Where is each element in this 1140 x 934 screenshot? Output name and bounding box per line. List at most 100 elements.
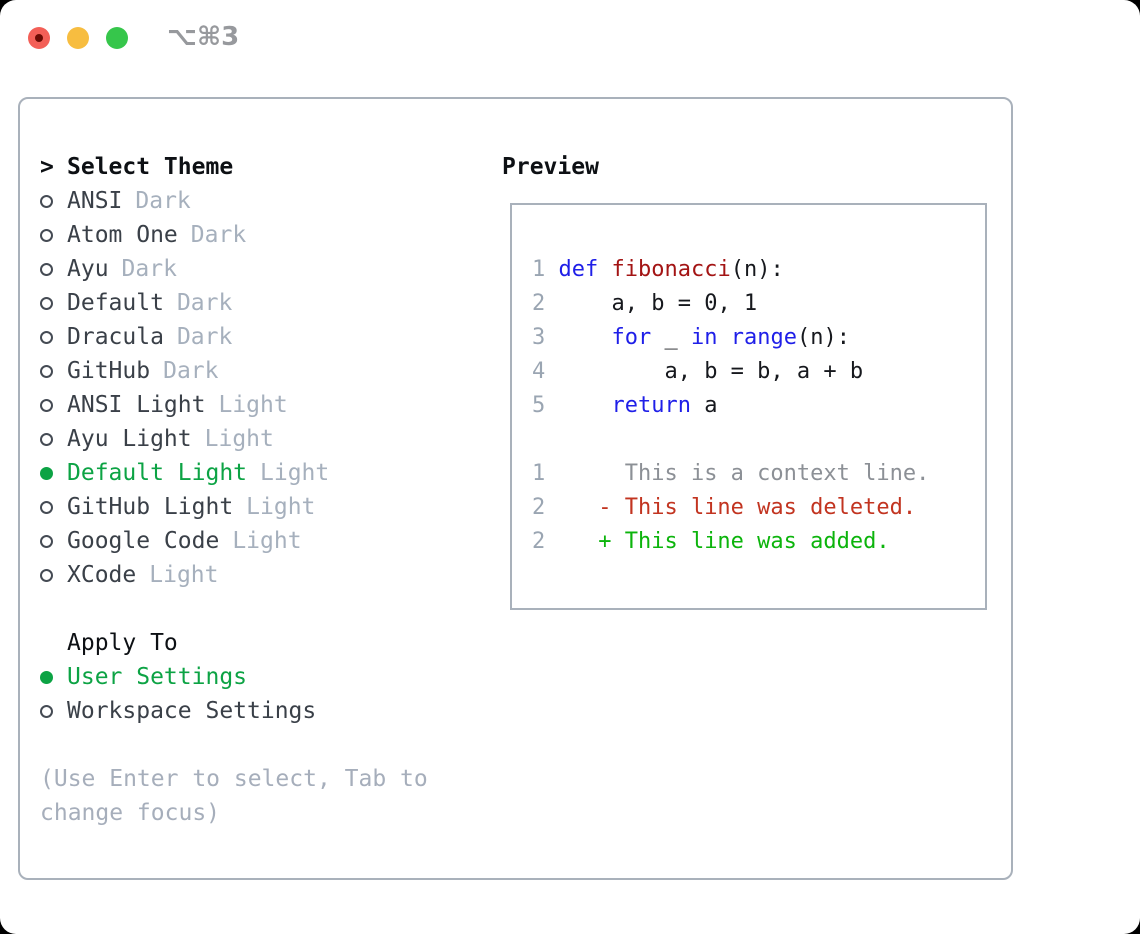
apply-option-user-settings[interactable]: User Settings bbox=[40, 660, 428, 694]
theme-option-ayu-dark[interactable]: Ayu Dark bbox=[40, 252, 428, 286]
radio-icon bbox=[40, 194, 67, 208]
hint-text: (Use Enter to select, Tab to bbox=[40, 766, 428, 792]
close-dot-icon bbox=[35, 34, 43, 42]
theme-option-ansi-dark[interactable]: ANSI Dark bbox=[40, 184, 428, 218]
preview-box: 1 def fibonacci(n): 2 a, b = 0, 1 3 for … bbox=[510, 203, 987, 610]
radio-circle-icon bbox=[40, 398, 53, 412]
code-segment-plain: a bbox=[690, 393, 718, 418]
close-button[interactable] bbox=[28, 27, 50, 49]
apply-option-label: Workspace Settings bbox=[67, 698, 317, 724]
code-segment-num: 5 bbox=[532, 393, 559, 418]
radio-circle-icon bbox=[40, 534, 53, 548]
theme-option-xcode[interactable]: XCode Light bbox=[40, 558, 428, 592]
focus-caret-icon: > bbox=[40, 154, 54, 180]
apply-option-workspace-settings[interactable]: Workspace Settings bbox=[40, 694, 428, 728]
radio-circle-icon bbox=[40, 296, 53, 310]
theme-option-ayu-light[interactable]: Ayu Light Light bbox=[40, 422, 428, 456]
theme-name: GitHub Light bbox=[67, 494, 234, 520]
hint-text: change focus) bbox=[40, 800, 221, 826]
theme-name: XCode bbox=[67, 562, 137, 588]
preview-title: Preview bbox=[502, 154, 599, 180]
radio-icon bbox=[40, 330, 67, 344]
theme-name: Default Light bbox=[67, 460, 248, 486]
theme-option-default-dark[interactable]: Default Dark bbox=[40, 286, 428, 320]
zoom-button[interactable] bbox=[106, 27, 128, 49]
theme-name: GitHub bbox=[67, 358, 151, 384]
minimize-button[interactable] bbox=[67, 27, 89, 49]
theme-option-atom-one-dark[interactable]: Atom One Dark bbox=[40, 218, 428, 252]
theme-name: Google Code bbox=[67, 528, 220, 554]
code-segment-plain bbox=[598, 257, 611, 282]
code-segment-kw: def bbox=[558, 257, 599, 282]
theme-variant: Light bbox=[260, 460, 330, 486]
code-segment-kw: for bbox=[611, 325, 652, 350]
code-segment-ctx: This is a context line. bbox=[545, 461, 930, 486]
theme-option-github-light[interactable]: GitHub Light Light bbox=[40, 490, 428, 524]
theme-option-dracula-dark[interactable]: Dracula Dark bbox=[40, 320, 428, 354]
diff-context-line: 1 This is a context line. bbox=[532, 457, 985, 491]
radio-circle-icon bbox=[40, 466, 53, 480]
theme-variant: Light bbox=[149, 562, 219, 588]
theme-name: Ayu Light bbox=[67, 426, 192, 452]
theme-option-google-code[interactable]: Google Code Light bbox=[40, 524, 428, 558]
code-segment-plain bbox=[717, 325, 730, 350]
code-segment-plain bbox=[559, 393, 612, 418]
code-segment-plain bbox=[559, 325, 612, 350]
code-segment-num: 1 bbox=[532, 461, 546, 486]
code-line: 3 for _ in range(n): bbox=[532, 321, 985, 355]
theme-option-ansi-light[interactable]: ANSI Light Light bbox=[40, 388, 428, 422]
radio-circle-icon bbox=[40, 432, 53, 446]
select-theme-title: Select Theme bbox=[67, 154, 234, 180]
theme-variant: Dark bbox=[176, 324, 233, 350]
code-segment-num: 2 bbox=[532, 529, 546, 554]
code-segment-fn: fibonacci bbox=[611, 257, 731, 282]
radio-icon bbox=[40, 500, 67, 514]
code-segment-kw: range bbox=[730, 325, 797, 350]
spacer bbox=[40, 592, 428, 626]
theme-picker-panel: > Select Theme ANSI Dark Atom One Dark A… bbox=[18, 97, 1013, 880]
window-title-shortcut: ⌥⌘3 bbox=[167, 22, 240, 52]
code-line: 1 def fibonacci(n): bbox=[532, 253, 985, 287]
code-segment-plain: (n): bbox=[730, 257, 784, 282]
radio-icon bbox=[40, 534, 67, 548]
radio-icon bbox=[40, 398, 67, 412]
code-segment-num: 2 bbox=[532, 291, 559, 316]
code-segment-num: 3 bbox=[532, 325, 559, 350]
theme-variant: Dark bbox=[121, 256, 177, 282]
code-line: 2 a, b = 0, 1 bbox=[532, 287, 985, 321]
apply-option-label: User Settings bbox=[67, 664, 248, 690]
radio-circle-icon bbox=[40, 194, 53, 208]
theme-name: Ayu bbox=[67, 256, 109, 282]
theme-variant: Dark bbox=[135, 188, 191, 214]
radio-icon bbox=[40, 364, 67, 378]
apply-to-header: Apply To bbox=[40, 626, 428, 660]
radio-icon bbox=[40, 262, 67, 276]
diff-deleted-line: 2 - This line was deleted. bbox=[532, 491, 985, 525]
radio-selected-icon bbox=[40, 466, 67, 480]
theme-variant: Light bbox=[232, 528, 302, 554]
code-segment-kw: return bbox=[611, 393, 691, 418]
theme-option-github-dark[interactable]: GitHub Dark bbox=[40, 354, 428, 388]
code-segment-kw: in bbox=[690, 325, 718, 350]
radio-circle-icon bbox=[40, 364, 53, 378]
code-segment-plain: a, b = b, a + b bbox=[558, 359, 864, 384]
apply-to-title: Apply To bbox=[67, 630, 178, 656]
diff-added-line: 2 + This line was added. bbox=[532, 525, 985, 559]
radio-circle-icon bbox=[40, 704, 53, 718]
theme-variant: Dark bbox=[190, 222, 247, 248]
code-segment-num: 4 bbox=[532, 359, 559, 384]
theme-name: Dracula bbox=[67, 324, 164, 350]
code-segment-plain: (n): bbox=[796, 325, 850, 350]
theme-variant: Dark bbox=[163, 358, 219, 384]
hint-line-2: change focus) bbox=[40, 796, 428, 830]
theme-variant: Dark bbox=[176, 290, 233, 316]
code-segment-plain: _ bbox=[651, 325, 691, 350]
code-segment-num: 2 bbox=[532, 495, 546, 520]
radio-selected-icon bbox=[40, 670, 67, 684]
radio-icon bbox=[40, 704, 67, 718]
radio-circle-icon bbox=[40, 500, 53, 514]
theme-option-default-light[interactable]: Default Light Light bbox=[40, 456, 428, 490]
spacer bbox=[40, 728, 428, 762]
theme-variant: Light bbox=[218, 392, 288, 418]
